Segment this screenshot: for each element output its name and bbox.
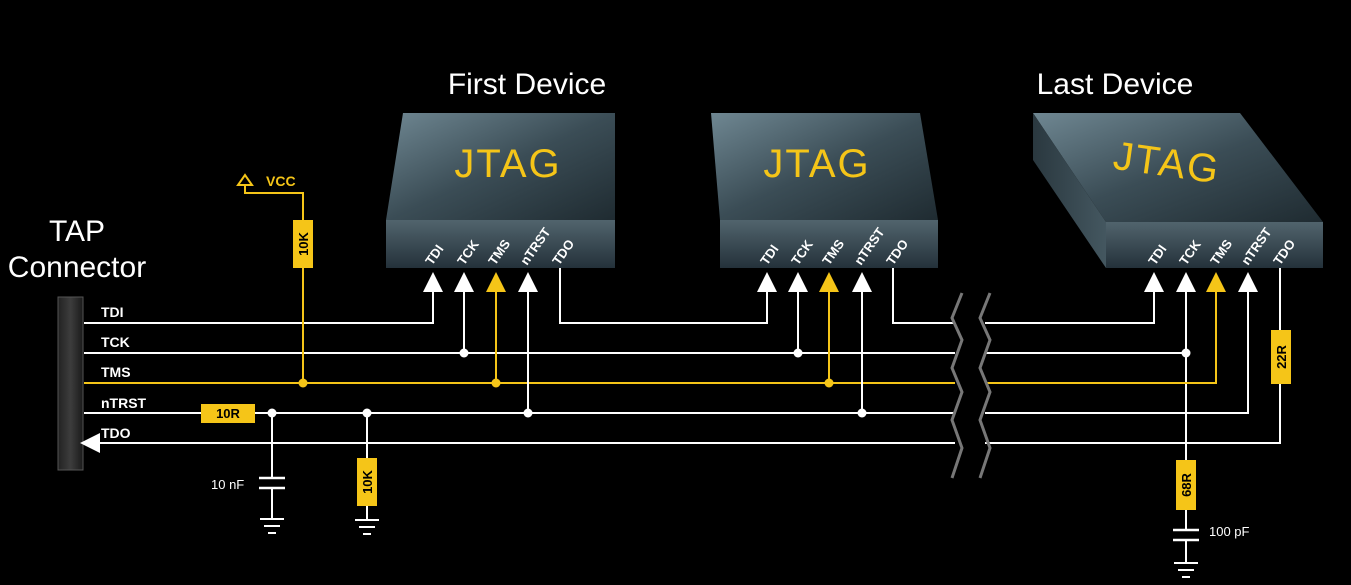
junction-dot (793, 348, 803, 358)
ntrst-wire-last (985, 272, 1258, 414)
tdo-series-resistor-value: 22R (1274, 344, 1289, 368)
ntrst-pulldown-resistor (357, 458, 377, 506)
tap-connector (57, 296, 84, 471)
tdi-wire (84, 272, 443, 324)
tdo-series-resistor (1271, 330, 1291, 384)
chip-top (386, 113, 615, 220)
vcc-wire (244, 185, 304, 220)
ground-icon (1174, 562, 1198, 578)
tdo-return-wire-last (985, 384, 1281, 444)
tdo-to-tdi-wire-1 (559, 268, 777, 324)
device-title: Last Device (1037, 68, 1194, 101)
ground-icon (260, 518, 284, 534)
ground-icon (355, 519, 379, 535)
junction-dot (824, 378, 834, 388)
tck-term-capacitor-value: 100 pF (1209, 524, 1250, 539)
junction-dot (267, 408, 277, 418)
ntrst-series-resistor (201, 404, 255, 423)
chip-top (1033, 113, 1323, 222)
signal-label-ntrst: nTRST (101, 395, 147, 411)
ntrst-pulldown-resistor-value: 10K (360, 469, 375, 493)
signal-label-tdo: TDO (101, 425, 131, 441)
tck-term-capacitor (1173, 528, 1199, 563)
tap-connector-label-line1: TAP (49, 215, 105, 248)
device-title: First Device (448, 68, 606, 101)
junction-dot (491, 378, 501, 388)
chip-front (720, 220, 938, 268)
junction-dot (298, 378, 308, 388)
chip-label: JTAG (763, 142, 870, 186)
junction-dot (857, 408, 867, 418)
ntrst-series-resistor-value: 10R (216, 406, 240, 421)
signal-label-tck: TCK (101, 334, 130, 350)
tms-wire-last (985, 272, 1226, 384)
device-last: Last Device JTAG TDI TCK TMS nTRST TDO (1033, 68, 1323, 268)
vcc-arrow-icon (236, 173, 254, 186)
chain-break-mark-left (950, 292, 964, 479)
ntrst-capacitor (259, 476, 285, 518)
tap-connector-label-line2: Connector (8, 251, 146, 284)
chip-label: JTAG (454, 142, 561, 186)
tdi-last-wire (985, 272, 1164, 324)
tck-term-resistor-value: 68R (1179, 472, 1194, 496)
junction-dot (362, 408, 372, 418)
device-first: First Device JTAG TDI TCK TMS nTRST TDO (386, 68, 615, 268)
chain-break-mark-right (978, 292, 992, 479)
chip-side (1033, 113, 1106, 268)
signal-label-tms: TMS (101, 364, 131, 380)
tdo-to-break-wire (892, 268, 955, 324)
junction-dot (1181, 348, 1191, 358)
signal-label-tdi: TDI (101, 304, 124, 320)
chip-front (1106, 222, 1323, 268)
tms-pullup-resistor (293, 220, 313, 268)
ntrst-capacitor-value: 10 nF (211, 477, 244, 492)
junction-dot (523, 408, 533, 418)
device-middle: JTAG TDI TCK TMS nTRST TDO (711, 113, 938, 268)
vcc-label: VCC (266, 173, 296, 189)
chip-front (386, 220, 615, 268)
junction-dot (459, 348, 469, 358)
chip-top (711, 113, 938, 220)
tms-pullup-resistor-value: 10K (296, 231, 311, 255)
tck-term-resistor (1176, 460, 1196, 510)
